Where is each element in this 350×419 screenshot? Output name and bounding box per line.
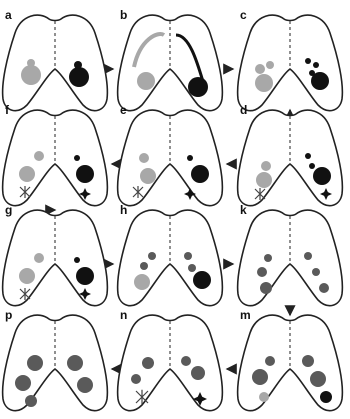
black-body [305, 153, 311, 159]
dark-grey-body [131, 374, 141, 384]
black-nucleus [188, 77, 208, 97]
light-grey-nucleus [19, 268, 35, 284]
panel-k: k [236, 203, 344, 307]
flow-arrows [103, 63, 296, 375]
dark-grey-body [191, 366, 205, 380]
dark-grey-body [184, 252, 192, 260]
black-body [309, 163, 315, 169]
light-grey-body [27, 59, 35, 67]
light-grey-nucleus [134, 274, 150, 290]
dark-grey-nucleus [310, 371, 326, 387]
panel-e: e [116, 103, 224, 207]
panel-g: g [1, 203, 109, 307]
star-mark [184, 188, 196, 200]
cell-outline [236, 209, 344, 307]
panel-label-n: n [120, 308, 127, 322]
dark-grey-body [304, 252, 312, 260]
black-nucleus [313, 167, 331, 185]
dark-grey-body [260, 282, 272, 294]
panel-label-e: e [120, 103, 127, 117]
light-grey-nucleus [19, 166, 35, 182]
black-body [320, 391, 332, 403]
panel-f: f [1, 103, 109, 207]
dark-grey-body [302, 355, 314, 367]
panel-label-d: d [240, 103, 247, 117]
panel-label-f: f [5, 103, 10, 117]
panel-label-m: m [240, 308, 251, 322]
dark-grey-body [67, 355, 83, 371]
star-mark [79, 188, 91, 200]
black-body [309, 70, 315, 76]
dark-grey-body [27, 355, 43, 371]
light-grey-strand [132, 32, 166, 68]
cross-mark [254, 188, 266, 200]
dark-grey-nucleus [252, 369, 268, 385]
panel-p: p [1, 308, 109, 412]
cell-outline [116, 314, 224, 412]
cell-outline [1, 14, 109, 112]
dark-grey-body [319, 283, 329, 293]
light-grey-body [139, 153, 149, 163]
panel-label-c: c [240, 8, 247, 22]
black-body [305, 58, 311, 64]
black-body [313, 62, 319, 68]
light-grey-body [261, 161, 271, 171]
dark-grey-body [188, 264, 196, 272]
black-nucleus [193, 271, 211, 289]
black-nucleus [76, 165, 94, 183]
cross-mark [132, 186, 144, 198]
dark-grey-body [77, 377, 93, 393]
light-grey-nucleus [255, 74, 273, 92]
black-nucleus [191, 165, 209, 183]
light-grey-nucleus [256, 172, 272, 188]
light-grey-nucleus [21, 65, 41, 85]
panel-h: h [116, 203, 224, 307]
panel-c: c [236, 8, 344, 112]
light-grey-body [255, 64, 265, 74]
panel-label-k: k [240, 203, 247, 217]
black-nucleus [76, 267, 94, 285]
dark-grey-body [140, 262, 148, 270]
panel-d: d [236, 103, 344, 207]
panel-label-g: g [5, 203, 12, 217]
panel-label-b: b [120, 8, 127, 22]
dark-grey-body [181, 356, 191, 366]
black-body [74, 155, 80, 161]
cross-mark [19, 288, 31, 300]
dark-grey-body [148, 252, 156, 260]
dark-grey-body [142, 357, 154, 369]
panel-b: b [116, 8, 224, 112]
dark-grey-body [265, 356, 275, 366]
dark-grey-body [15, 375, 31, 391]
dark-grey-body [257, 267, 267, 277]
light-grey-body [259, 392, 269, 402]
light-grey-body [34, 253, 44, 263]
panel-a: a [1, 8, 109, 112]
black-body [74, 257, 80, 263]
panel-label-h: h [120, 203, 127, 217]
dark-grey-body [25, 395, 37, 407]
light-grey-body [34, 151, 44, 161]
black-nucleus [311, 72, 329, 90]
cross-mark [19, 186, 31, 198]
black-nucleus [69, 67, 89, 87]
light-grey-nucleus [140, 168, 156, 184]
panel-n: n [116, 308, 224, 412]
light-grey-body [266, 61, 274, 69]
panel-label-p: p [5, 308, 12, 322]
star-mark [193, 392, 207, 406]
light-grey-nucleus [137, 72, 155, 90]
panels: a b c d e f g h k m n p [1, 8, 344, 412]
star-mark [320, 188, 332, 200]
black-body [187, 155, 193, 161]
cross-mark [135, 389, 149, 405]
black-body [74, 61, 82, 69]
dark-grey-body [312, 268, 320, 276]
panel-label-a: a [5, 8, 12, 22]
dark-grey-body [264, 254, 272, 262]
panel-m: m [236, 308, 344, 412]
star-mark [79, 288, 91, 300]
